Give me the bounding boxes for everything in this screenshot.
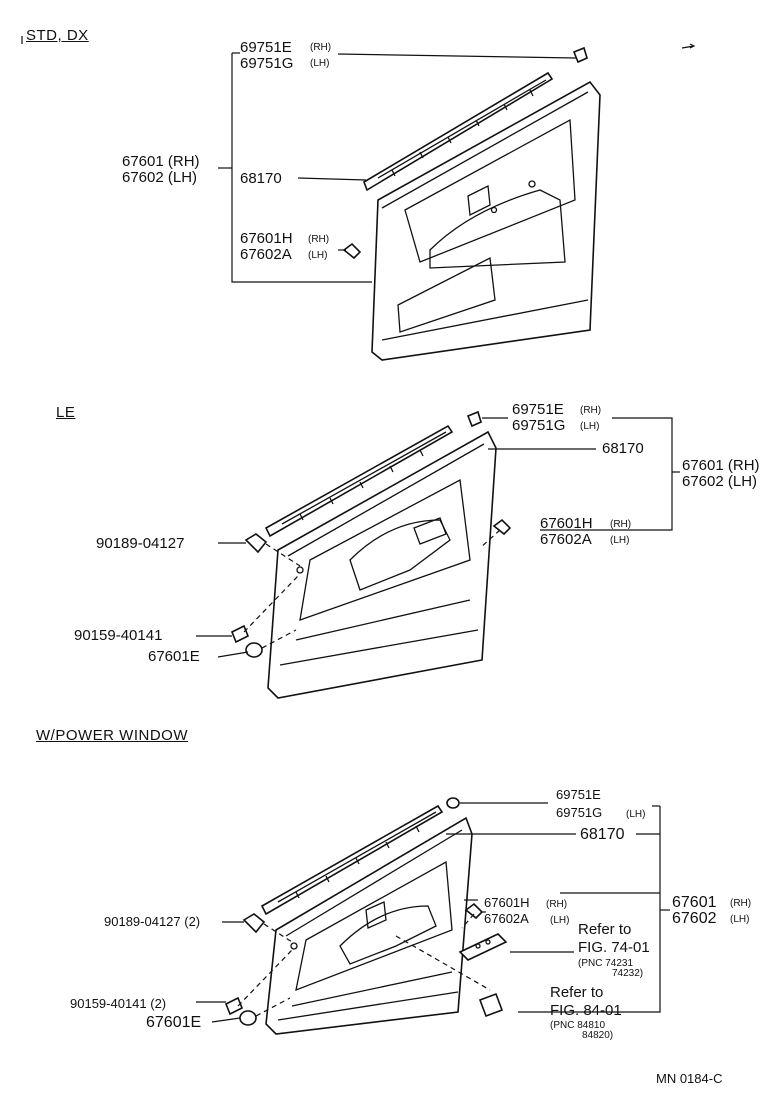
pw-label-rh-3: (RH): [730, 898, 752, 909]
pw-label-68170: 68170: [580, 826, 625, 843]
le-screw-90189: [244, 533, 268, 554]
std-door-trim-assembly: [218, 46, 601, 361]
std-label-68170: 68170: [240, 170, 282, 187]
pw-ref1-line1: Refer to: [578, 921, 632, 938]
pw-label-lh-2: (LH): [550, 915, 570, 926]
le-label-lh-1: (LH): [580, 421, 600, 432]
pw-ref1-line2: FIG. 74-01: [578, 939, 650, 956]
le-label-68170: 68170: [602, 440, 644, 457]
std-label-67601-rh: 67601 (RH): [122, 153, 200, 170]
pw-door-trim-board: [265, 816, 473, 1035]
pw-ref1-line4: 74232): [612, 968, 644, 979]
pw-label-69751e: 69751E: [556, 787, 601, 802]
pw-door-trim-assembly: [196, 797, 670, 1035]
le-screw-90159: [230, 624, 250, 644]
le-label-69751e: 69751E: [512, 401, 564, 418]
std-push-clip-67601h: [342, 242, 362, 260]
pw-label-90159: 90159-40141 (2): [70, 996, 167, 1011]
pw-ref2-line3: (PNC 84810: [550, 1020, 606, 1031]
pw-label-rh-2: (RH): [546, 899, 568, 910]
pw-switch: [478, 992, 504, 1018]
pw-cap-67601e: [239, 1010, 257, 1026]
le-label-67601h: 67601H: [540, 515, 593, 532]
pw-label-lh-1: (LH): [626, 809, 646, 820]
std-label-lh-2: (LH): [308, 250, 328, 261]
pw-ref2-line2: FIG. 84-01: [550, 1002, 622, 1019]
le-cap-67601e: [245, 642, 263, 658]
pw-screw-90189: [242, 913, 266, 934]
std-label-69751e: 69751E: [240, 39, 292, 56]
pw-ref1-line3: (PNC 74231: [578, 958, 634, 969]
le-door-trim-board: [267, 430, 497, 699]
pw-label-67602: 67602: [672, 910, 717, 927]
pw-push-clip-67601h: [464, 902, 484, 920]
le-label-67601e: 67601E: [148, 648, 200, 665]
figure-code: MN 0184-C: [656, 1071, 723, 1086]
std-label-67601h: 67601H: [240, 230, 293, 247]
pw-label-90189: 90189-04127 (2): [104, 914, 201, 929]
pw-label-67601e: 67601E: [146, 1014, 202, 1031]
section-title-power-window: W/POWER WINDOW: [36, 727, 188, 744]
pw-label-67602a: 67602A: [484, 911, 529, 926]
le-label-rh-1: (RH): [580, 405, 602, 416]
pw-label-lh-3: (LH): [730, 914, 750, 925]
std-label-69751g: 69751G: [240, 55, 294, 72]
pw-label-67601: 67601: [672, 894, 717, 911]
pw-label-69751g: 69751G: [556, 805, 603, 820]
le-label-lh-2: (LH): [610, 535, 630, 546]
std-label-67602a: 67602A: [240, 246, 292, 263]
le-label-rh-2: (RH): [610, 519, 632, 530]
pw-screw-90159: [224, 996, 244, 1016]
std-label-67602-lh: 67602 (LH): [122, 169, 198, 186]
arrow-mark: [681, 43, 696, 49]
le-push-clip-67601h: [492, 518, 512, 536]
le-label-67602a: 67602A: [540, 531, 592, 548]
pw-ref2-line4: 84820): [582, 1030, 614, 1041]
pw-window-switch-bezel: [458, 933, 508, 961]
le-clip-69751: [466, 410, 482, 428]
pw-clip-69751: [446, 797, 460, 809]
std-label-lh-1: (LH): [310, 58, 330, 69]
pw-label-67601h: 67601H: [484, 895, 530, 910]
le-label-90189: 90189-04127: [96, 535, 185, 552]
section-title-le: LE: [56, 404, 76, 421]
std-door-trim-board: [371, 80, 601, 361]
le-label-67602-lh: 67602 (LH): [682, 473, 758, 490]
std-clip-69751: [572, 46, 588, 64]
le-label-67601-rh: 67601 (RH): [682, 457, 760, 474]
le-label-90159: 90159-40141: [74, 627, 163, 644]
le-label-69751g: 69751G: [512, 417, 566, 434]
pw-ref2-line1: Refer to: [550, 984, 604, 1001]
le-door-trim-assembly: [196, 410, 680, 699]
std-label-rh-2: (RH): [308, 234, 330, 245]
std-label-rh-1: (RH): [310, 42, 332, 53]
section-title-std-dx: STD, DX: [26, 27, 89, 44]
